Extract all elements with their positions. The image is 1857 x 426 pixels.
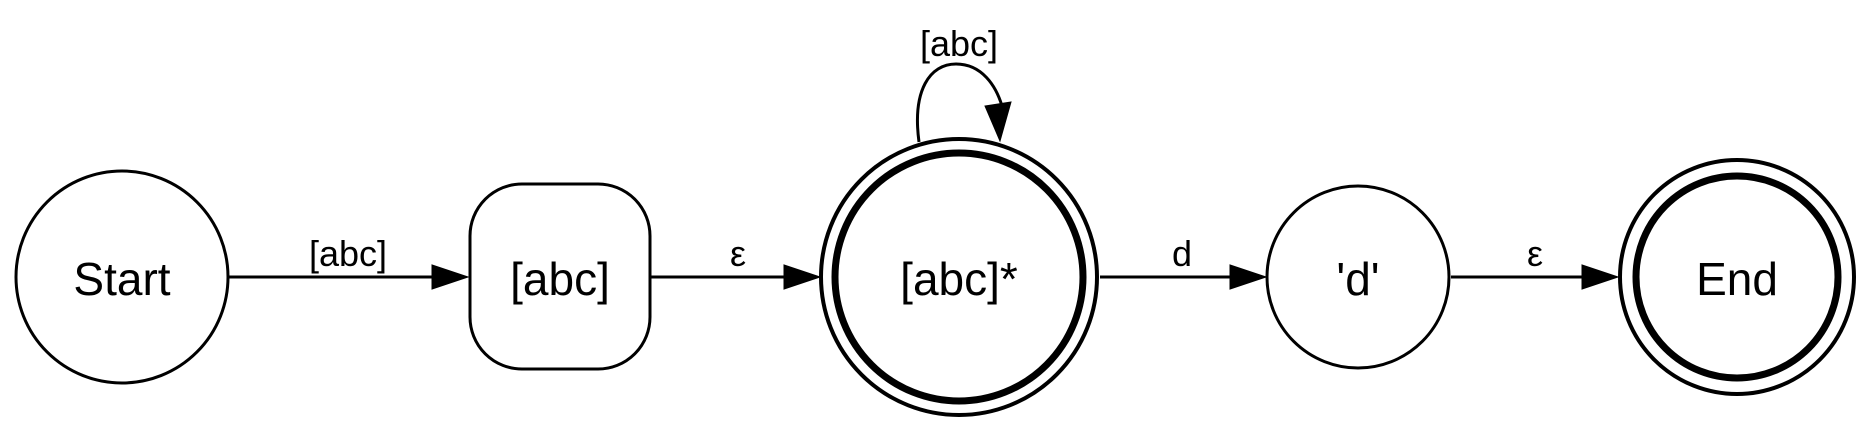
node-abc: [abc] xyxy=(468,182,652,371)
edge-d-to-end: ε xyxy=(1451,233,1620,290)
node-label-d: 'd' xyxy=(1336,253,1379,305)
node-label-abc: [abc] xyxy=(510,253,610,305)
node-label-end: End xyxy=(1696,253,1778,305)
node-label-start: Start xyxy=(73,253,170,305)
edge-abc-to-abc-star: ε xyxy=(650,233,822,290)
node-d: 'd' xyxy=(1265,184,1451,370)
node-label-abc-star: [abc]* xyxy=(900,253,1018,305)
edge-label-start-abc: [abc] xyxy=(309,233,387,274)
node-abc-star: [abc]* xyxy=(819,137,1099,417)
edge-abc-star-self-loop: [abc] xyxy=(916,23,1012,143)
arrow-head xyxy=(1229,264,1268,290)
edge-label-self-loop: [abc] xyxy=(920,23,998,64)
node-end: End xyxy=(1618,158,1856,396)
arrow-head xyxy=(984,101,1012,143)
node-start: Start xyxy=(14,169,230,385)
edge-label-d-end: ε xyxy=(1527,233,1543,274)
edge-label-abc-star-d: d xyxy=(1172,233,1192,274)
arrow-head xyxy=(1581,264,1620,290)
edge-start-to-abc: [abc] xyxy=(228,233,470,290)
arrow-head xyxy=(431,264,470,290)
arrow-head xyxy=(783,264,822,290)
edge-abc-star-to-d: d xyxy=(1100,233,1268,290)
edge-label-abc-abc-star: ε xyxy=(730,233,746,274)
